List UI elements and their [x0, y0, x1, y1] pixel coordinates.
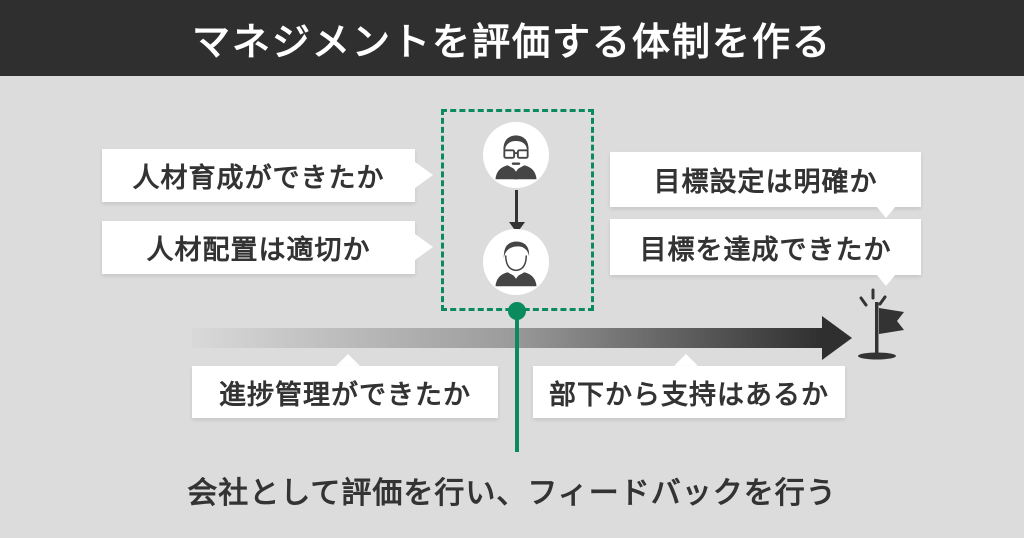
manager-icon: [495, 135, 537, 180]
feedback-connector-dot: [508, 302, 526, 320]
subordinate-icon: [495, 241, 537, 287]
callout-label: 人材育成ができたか: [132, 163, 385, 193]
callout-talent-placement: 人材配置は適切か: [102, 221, 415, 274]
callout-label: 目標を達成できたか: [639, 234, 892, 265]
page-title: マネジメントを評価する体制を作る: [191, 21, 832, 64]
callout-goal-setting: 目標設定は明確か: [610, 152, 921, 207]
timeline-arrowhead-icon: [822, 316, 852, 360]
subordinate-avatar: [483, 229, 549, 295]
callout-tail-right-icon: [415, 162, 433, 188]
callout-goal-achievement: 目標を達成できたか: [610, 219, 921, 275]
callout-progress-management: 進捗管理ができたか: [192, 366, 498, 418]
callout-tail-right-icon: [415, 234, 433, 260]
timeline-gradient-bar: [192, 328, 822, 348]
conclusion-text: 会社として評価を行い、フィードバックを行う: [187, 477, 837, 510]
callout-subordinate-support: 部下から支持はあるか: [533, 366, 845, 418]
callout-label: 進捗管理ができたか: [219, 379, 471, 410]
hierarchy-down-arrow-icon: [509, 190, 525, 234]
callout-talent-development: 人材育成ができたか: [102, 149, 415, 202]
callout-tail-up-icon: [674, 354, 698, 366]
manager-avatar: [483, 122, 549, 188]
callout-label: 人材配置は適切か: [146, 235, 371, 265]
goal-flag-icon: [848, 282, 910, 362]
callout-label: 部下から支持はあるか: [549, 379, 829, 410]
callout-tail-up-icon: [336, 354, 360, 366]
header-bar: マネジメントを評価する体制を作る: [0, 0, 1024, 76]
feedback-connector-line: [515, 311, 519, 452]
callout-tail-down-icon: [876, 274, 896, 286]
callout-label: 目標設定は明確か: [653, 167, 878, 197]
callout-tail-down-icon: [876, 206, 896, 218]
